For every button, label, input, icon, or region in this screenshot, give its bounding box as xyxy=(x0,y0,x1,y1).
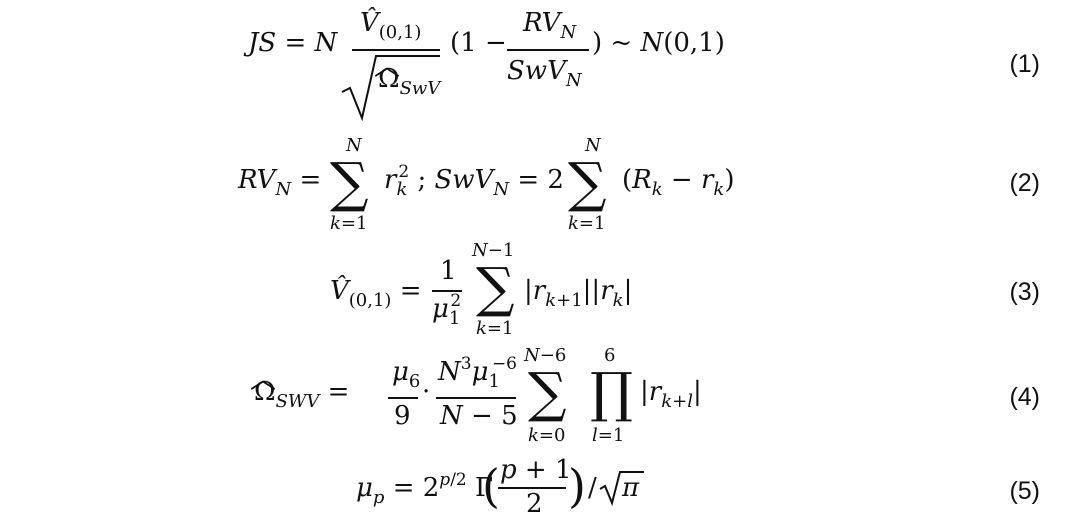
sum-sign-1: ∑ xyxy=(330,151,369,214)
big-paren-close: ) xyxy=(568,459,586,513)
sum-lower-4: k=0 xyxy=(528,425,566,446)
prod-lower: l=1 xyxy=(592,425,625,446)
equation-number-5: (5) xyxy=(1009,477,1040,505)
p-plus-1: p + 1 xyxy=(500,455,572,485)
sum-lower-1: k=1 xyxy=(330,213,368,234)
n-minus-5: N − 5 xyxy=(440,401,518,431)
r-k-squared: rk2 ; SwVN = 2 xyxy=(384,162,564,200)
sum-upper-4: N−6 xyxy=(524,345,567,366)
equation-number-2: (2) xyxy=(1009,169,1040,197)
prod-sign: ∏ xyxy=(590,361,633,424)
fraction-bar-3 xyxy=(432,290,462,292)
equation-number-3: (3) xyxy=(1009,278,1040,306)
mu-1-squared: μ12 xyxy=(432,291,462,329)
equation-number-1: (1) xyxy=(1009,50,1040,78)
paren-open: (1 − xyxy=(450,28,507,58)
tail-1: ) ~ N(0,1) xyxy=(592,28,725,58)
cdot: · xyxy=(422,377,431,407)
equation-1: JS = N V̂(0,1) ΩSwV ︿ (1 − RVN SwVN ) ~ … xyxy=(0,0,1080,125)
fraction-bar-5 xyxy=(436,397,516,399)
equation-3: V̂(0,1) = 1 μ12 N−1 ∑ k=1 |rk+1||rk| (3) xyxy=(0,240,1080,345)
sqrt-pi-sign xyxy=(599,471,644,507)
sum-sign-2: ∑ xyxy=(568,151,607,214)
sum-upper-3: N−1 xyxy=(472,240,515,261)
nine: 9 xyxy=(394,401,411,431)
v-hat-numerator: V̂(0,1) xyxy=(360,8,422,43)
equation-2: RVN = N ∑ k=1 rk2 ; SwVN = 2 N ∑ k=1 (Rk… xyxy=(0,125,1080,240)
fraction-bar-6 xyxy=(498,487,566,489)
sum-upper-1: N xyxy=(346,135,362,156)
rv-n: RVN xyxy=(523,8,577,43)
pi: π xyxy=(622,473,640,503)
rv-n-lhs: RVN = xyxy=(238,165,322,200)
equation-number-4: (4) xyxy=(1009,383,1040,411)
r-k-diff: (Rk − rk) xyxy=(622,165,735,200)
lhs-js: JS = N xyxy=(248,28,338,58)
swv-n: SwVN xyxy=(507,56,582,91)
mu-p-lhs: μp = 2p/2 Γ xyxy=(356,470,494,508)
mu-6: μ6 xyxy=(392,357,421,392)
one: 1 xyxy=(440,256,457,286)
omega-hat-swv: ΩSwV xyxy=(378,64,441,99)
abs-r-k-l: |rk+l| xyxy=(640,377,702,412)
equation-5: μp = 2p/2 Γ ( p + 1 2 ) / π (5) xyxy=(0,455,1080,521)
slash: / xyxy=(588,473,597,503)
sum-sign-4: ∑ xyxy=(528,361,567,424)
sum-upper-2: N xyxy=(585,135,601,156)
abs-product: |rk+1||rk| xyxy=(524,276,633,311)
n3-mu: N3μ1−6 xyxy=(438,354,517,392)
sqrt-sign xyxy=(341,55,440,122)
two: 2 xyxy=(526,489,543,519)
wide-hat-2: ︿ xyxy=(250,365,277,395)
equation-4: ︿ ΩSWV = μ6 9 · N3μ1−6 N − 5 N−6 ∑ k=0 6… xyxy=(0,345,1080,455)
omega-swv-lhs: ΩSWV = xyxy=(254,377,350,412)
fraction-bar-2 xyxy=(507,49,589,51)
v-hat-lhs: V̂(0,1) = xyxy=(330,276,422,311)
sum-lower-2: k=1 xyxy=(568,213,606,234)
fraction-bar xyxy=(352,49,440,51)
big-paren-open: ( xyxy=(482,459,500,513)
sum-lower-3: k=1 xyxy=(476,318,514,339)
prod-upper: 6 xyxy=(604,345,616,366)
fraction-bar-4 xyxy=(388,397,418,399)
sum-sign-3: ∑ xyxy=(476,256,515,319)
wide-hat: ︿ xyxy=(374,52,401,82)
